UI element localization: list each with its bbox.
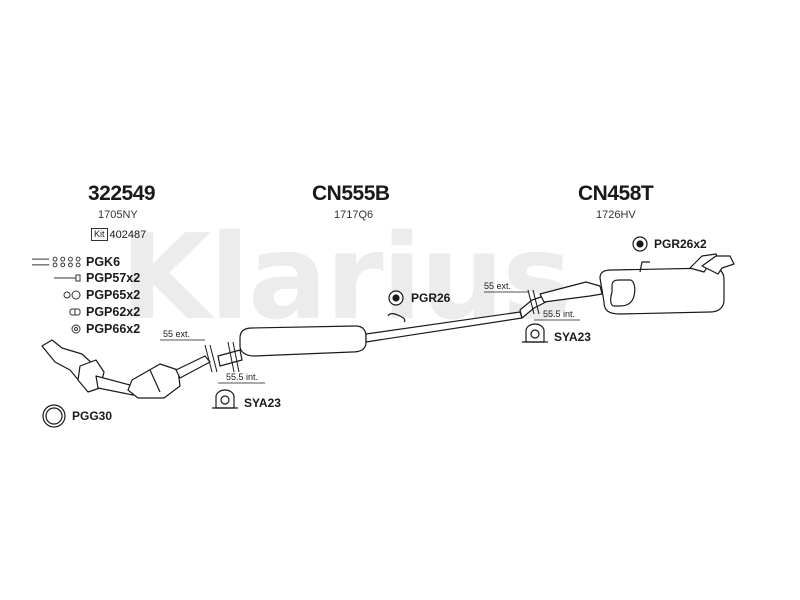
hanger-icon-center [387, 290, 406, 323]
nut-icon [30, 307, 86, 317]
spring-icon [30, 323, 86, 335]
part-number-rear-box: CN458T [578, 182, 654, 205]
clamp-icon-right [522, 323, 548, 343]
catalyst-body [127, 363, 181, 399]
accessory-item: PGP57x2 [30, 271, 170, 285]
catalyst-section [41, 339, 218, 399]
kit-tag: Kit [91, 228, 108, 241]
part-number-center-box: CN555B [312, 182, 390, 205]
right-ext-dim: 55 ext. [484, 281, 512, 291]
accessory-item: PGP62x2 [30, 305, 170, 319]
clamp-icon-left [212, 389, 238, 409]
sub-number-catalyst: 1705NY [98, 209, 138, 221]
pgg30-label: PGG30 [72, 409, 113, 423]
dimension-lines [160, 291, 580, 384]
accessory-item: PGP65x2 [30, 288, 170, 302]
right-int-dim: 55.5 int. [543, 309, 576, 319]
rear-silencer-section [539, 253, 735, 315]
accessory-label: PGP57x2 [86, 271, 141, 285]
bolt-set-icon [30, 256, 86, 268]
part-number-catalyst: 322549 [88, 182, 156, 205]
center-silencer-section [217, 289, 547, 373]
pgr26-label: PGR26 [411, 291, 451, 305]
sub-number-rear-box: 1726HV [596, 209, 636, 221]
sya23-right-label: SYA23 [554, 330, 591, 344]
accessory-label: PGP66x2 [86, 322, 141, 336]
pgr26x2-label: PGR26x2 [654, 237, 707, 251]
washer-pair-icon [30, 290, 86, 300]
accessory-item: PGK6 [30, 255, 170, 269]
kit-number: Kit 402487 [91, 228, 146, 241]
bolt-icon [30, 273, 86, 283]
accessory-label: PGP62x2 [86, 305, 141, 319]
sya23-left-label: SYA23 [244, 396, 281, 410]
sub-number-center-box: 1717Q6 [334, 209, 374, 221]
hanger-icon-rear [632, 236, 648, 252]
accessory-item: PGP66x2 [30, 322, 170, 336]
kit-number-value: 402487 [109, 228, 147, 241]
accessory-label: PGP65x2 [86, 288, 141, 302]
left-ext-dim: 55 ext. [163, 329, 191, 339]
left-int-dim: 55.5 int. [226, 372, 259, 382]
accessory-label: PGK6 [86, 255, 121, 269]
